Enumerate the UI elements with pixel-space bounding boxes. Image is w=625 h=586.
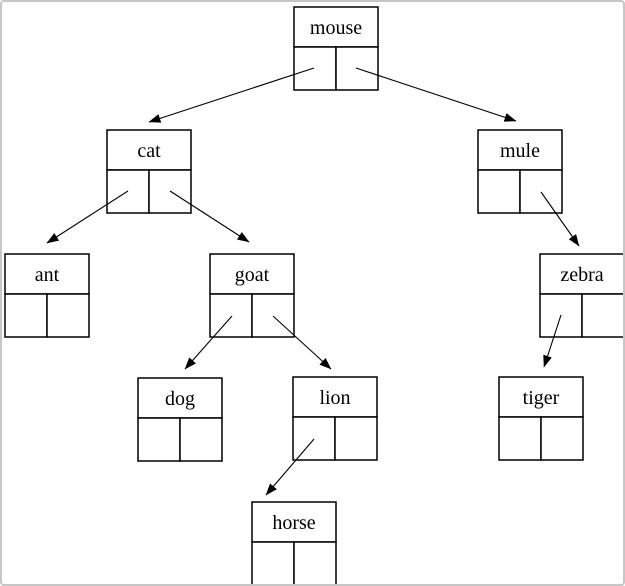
node-left-pointer-cell — [209, 293, 253, 338]
node-right-pointer-cell — [581, 293, 623, 338]
tree-node-cat: cat — [106, 129, 192, 214]
tree-node-lion: lion — [292, 376, 378, 461]
edge-arrow-mouse-left-to-cat — [148, 67, 315, 123]
node-label: ant — [35, 264, 60, 286]
node-right-pointer-cell — [251, 293, 295, 338]
node-right-pointer-cell — [179, 417, 223, 462]
edge-arrow-goat-left-to-dog — [184, 315, 233, 370]
tree-node-ant: ant — [4, 253, 90, 338]
edge-arrow-goat-right-to-lion — [272, 315, 332, 370]
tree-node-mouse: mouse — [293, 6, 379, 91]
node-left-pointer-cell — [251, 541, 295, 584]
node-label-cell — [292, 376, 378, 418]
node-right-pointer-cell — [540, 416, 584, 461]
node-left-pointer-cell — [293, 46, 337, 91]
tree-node-mule: mule — [477, 129, 563, 214]
node-right-pointer-cell — [46, 293, 90, 338]
node-left-pointer-cell — [292, 416, 336, 461]
node-label: mouse — [310, 17, 362, 39]
node-label: tiger — [523, 387, 560, 409]
node-right-pointer-cell — [293, 541, 337, 584]
edge-arrow-mouse-right-to-mule — [355, 67, 517, 122]
tree-nodes: mouse cat mule ant goat zebra dog lion tiger hors… — [4, 6, 623, 584]
node-label: goat — [235, 264, 270, 286]
tree-node-zebra: zebra — [539, 253, 623, 338]
tree-node-horse: horse — [251, 501, 337, 584]
node-label: horse — [272, 512, 315, 534]
tree-edges — [46, 67, 580, 496]
node-label: lion — [319, 387, 350, 409]
tree-node-tiger: tiger — [498, 376, 584, 461]
node-right-pointer-cell — [334, 416, 378, 461]
node-left-pointer-cell — [137, 417, 181, 462]
node-left-pointer-cell — [4, 293, 48, 338]
edge-arrow-mule-right-to-zebra — [540, 191, 580, 247]
node-left-pointer-cell — [477, 169, 521, 214]
node-label: cat — [137, 140, 161, 162]
node-label-cell — [137, 377, 223, 419]
tree-node-dog: dog — [137, 377, 223, 462]
node-label-cell — [498, 376, 584, 418]
node-label: dog — [165, 388, 195, 410]
edge-arrow-cat-left-to-ant — [46, 190, 129, 244]
tree-node-goat: goat — [209, 253, 295, 338]
node-label: zebra — [560, 264, 603, 286]
node-right-pointer-cell — [519, 169, 563, 214]
edge-arrow-zebra-left-to-tiger — [543, 314, 562, 368]
node-label: mule — [500, 140, 540, 162]
node-label-cell — [477, 129, 563, 171]
node-label-cell — [293, 6, 379, 48]
node-label-cell — [209, 253, 295, 295]
node-label-cell — [539, 253, 623, 295]
node-left-pointer-cell — [498, 416, 542, 461]
edge-arrow-lion-left-to-horse — [265, 438, 315, 496]
edge-arrow-cat-right-to-goat — [169, 190, 250, 243]
